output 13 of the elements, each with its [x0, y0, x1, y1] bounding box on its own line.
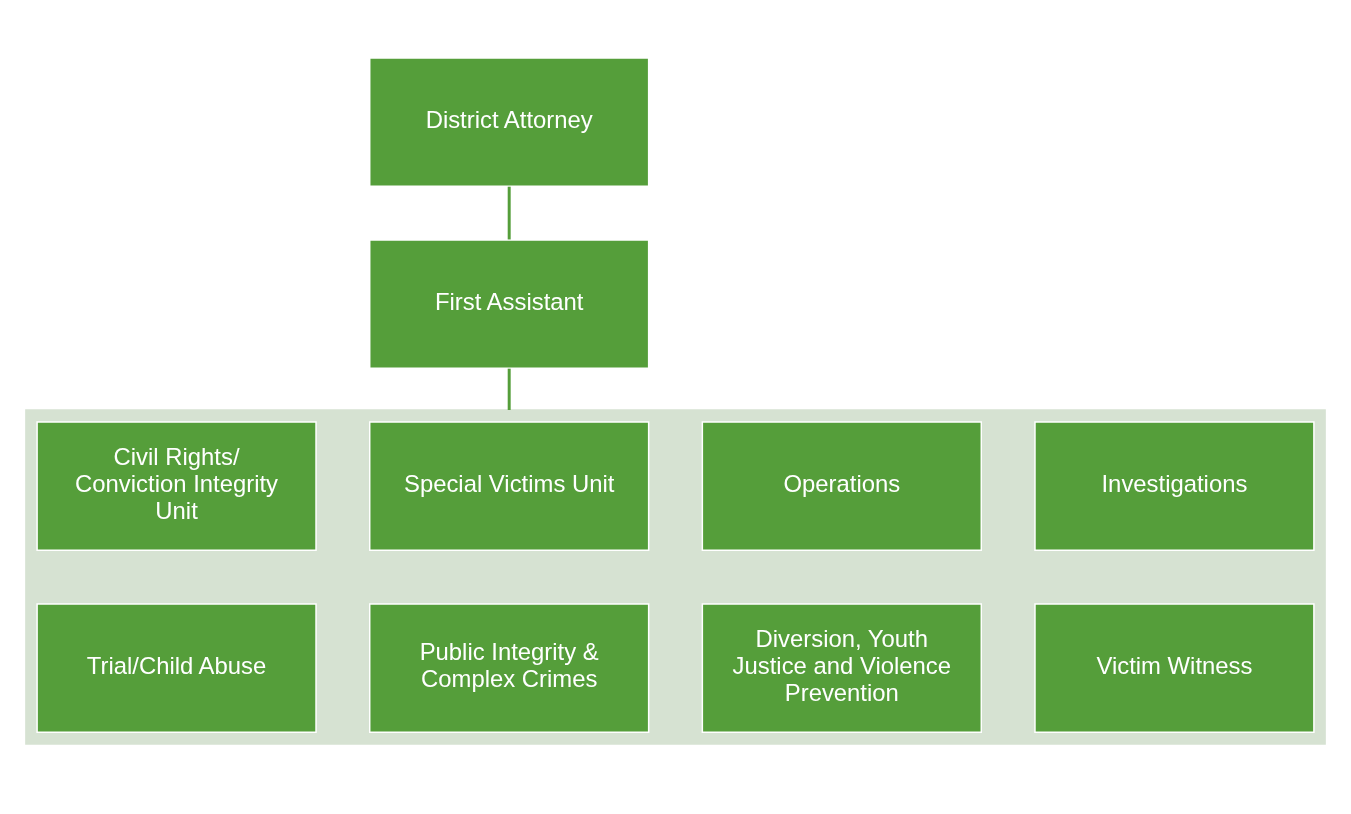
node-box: Civil Rights/ Conviction Integrity Unit: [36, 421, 317, 551]
node-box: First Assistant: [368, 239, 650, 369]
node-box: Diversion, Youth Justice and Violence Prevention: [701, 603, 983, 733]
node-box: Public Integrity & Complex Crimes: [368, 603, 650, 733]
connector: [507, 186, 511, 240]
node-box: Operations: [701, 421, 983, 551]
node-box: Investigations: [1034, 421, 1315, 551]
node-box: District Attorney: [368, 57, 650, 187]
node-box: Victim Witness: [1034, 603, 1315, 733]
cluster: [25, 409, 1326, 745]
node-box: Trial/Child Abuse: [36, 603, 317, 733]
node-box: Special Victims Unit: [368, 421, 650, 551]
connector: [507, 368, 511, 410]
